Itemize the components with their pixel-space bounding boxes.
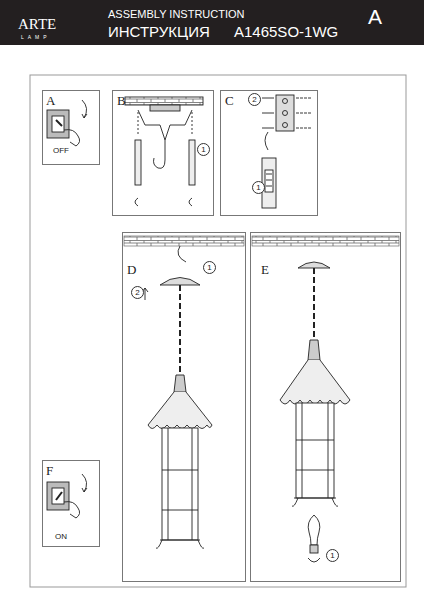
header-band: ARTE LAMP ASSEMBLY INSTRUCTION ИНСТРУКЦИЯ A1… (0, 0, 424, 45)
step-panel: F ON (42, 460, 100, 547)
step-panel: C 2 1 (220, 90, 318, 216)
model-number: A1465SO-1WG (234, 24, 338, 39)
step-letter: B (117, 94, 126, 107)
step-letter: A (46, 94, 55, 107)
header-title-ru: ИНСТРУКЦИЯ (108, 24, 210, 39)
step-letter: C (225, 94, 234, 107)
callout-number: 2 (131, 286, 144, 299)
step-panel: D 1 2 (122, 232, 246, 582)
brand-sub: LAMP (21, 35, 51, 40)
step-panel: E1 (250, 232, 401, 582)
step-letter: D (127, 263, 136, 276)
callout-number: 1 (203, 261, 216, 274)
step-letter: E (261, 263, 269, 276)
switch-state: OFF (53, 147, 69, 155)
step-letter: F (46, 464, 53, 477)
callout-number: 2 (248, 93, 261, 106)
callout-number: 1 (197, 143, 210, 156)
switch-state: ON (55, 533, 67, 541)
page-letter: A (368, 6, 382, 27)
header-title: ASSEMBLY INSTRUCTION (108, 9, 245, 20)
callout-number: 1 (252, 181, 265, 194)
brand-name: ARTE (18, 17, 56, 32)
callout-number: 1 (326, 549, 339, 562)
step-panel: A OFF (42, 90, 100, 165)
step-panel: B1 (112, 90, 214, 216)
